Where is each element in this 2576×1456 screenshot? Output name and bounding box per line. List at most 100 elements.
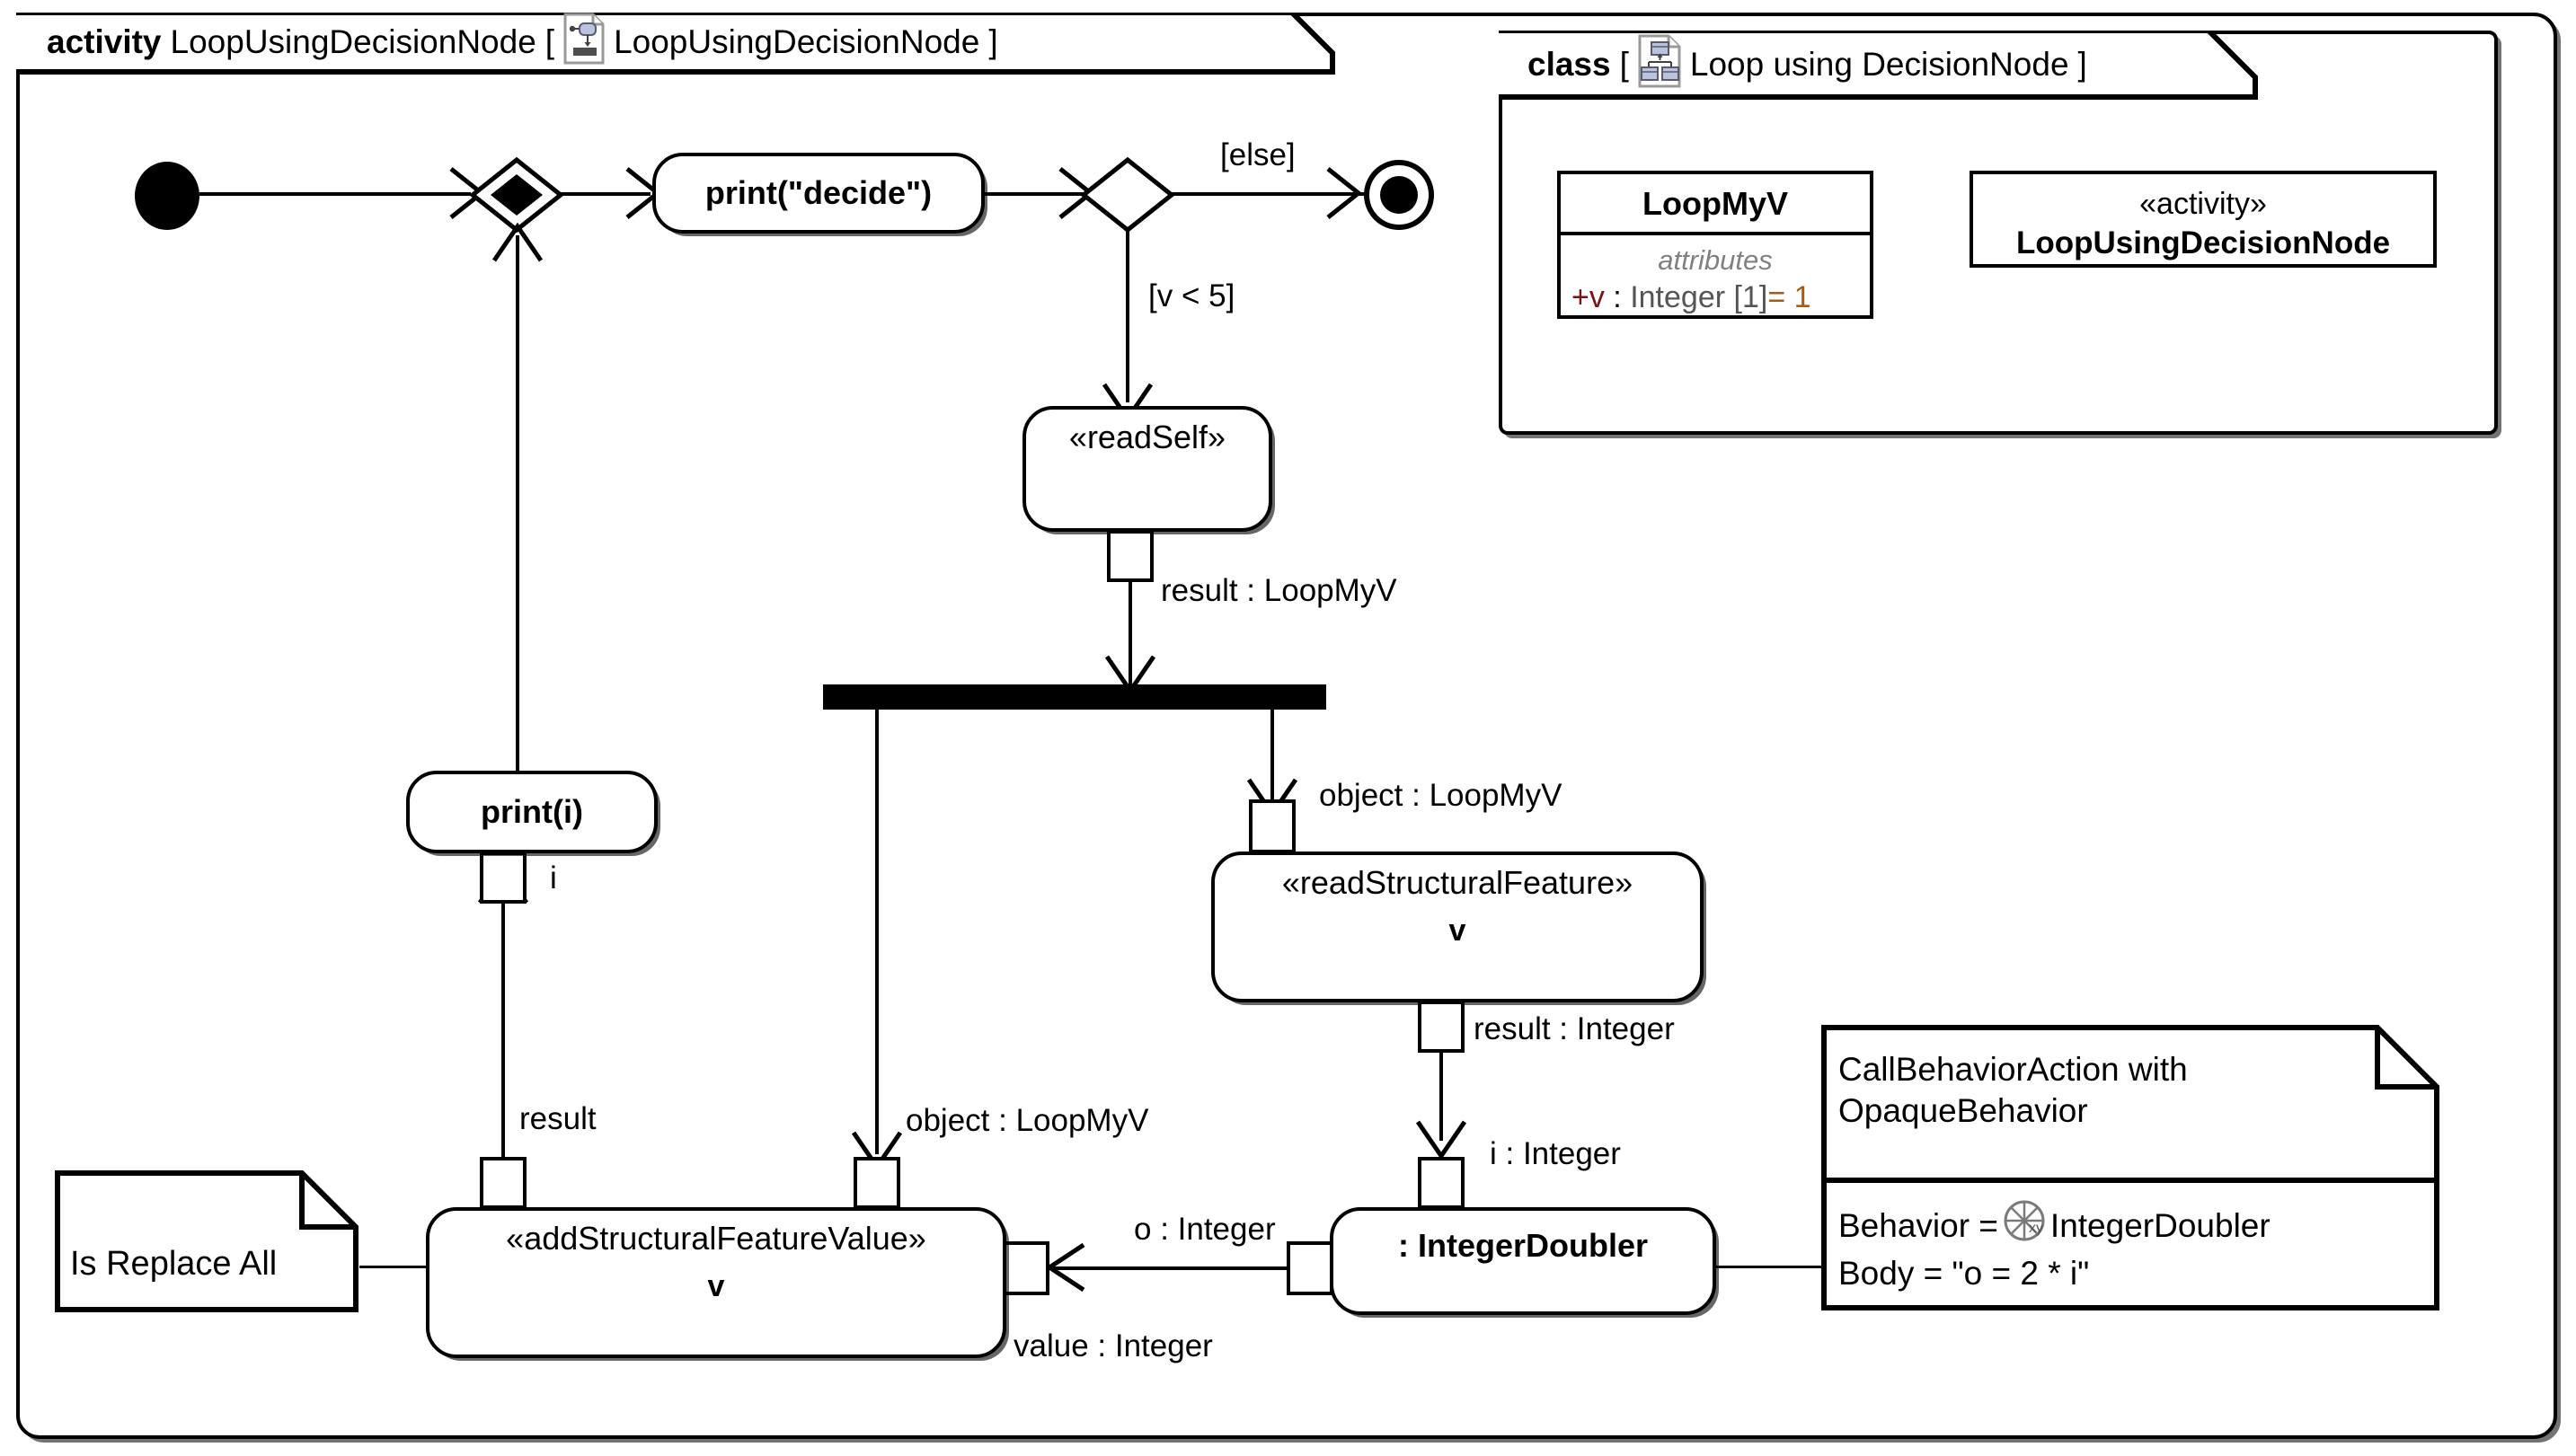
edge-read-self-to-fork — [1129, 580, 1132, 684]
activity-frame-tab — [16, 13, 1335, 75]
pin-integerdoubler-o[interactable] — [1287, 1241, 1333, 1295]
pin-integerdoubler-i[interactable] — [1418, 1157, 1465, 1209]
edge-label-i-integer: i : Integer — [1490, 1136, 1621, 1171]
edge-label-else: [else] — [1220, 137, 1296, 172]
action-rsf-feature: v — [1448, 913, 1466, 949]
class-frame-tab — [1499, 31, 2258, 100]
note-anchor-is-replace-all — [359, 1266, 428, 1268]
class-box-activity[interactable]: «activity» LoopUsingDecisionNode — [1970, 171, 2437, 268]
class-bracket-open: [ — [1619, 45, 1629, 83]
bracket-open: [ — [544, 22, 555, 60]
class-box-loopmyv[interactable]: LoopMyV attributes +v : Integer [1]= 1 — [1557, 171, 1873, 319]
attribute-colon: : — [1604, 280, 1631, 314]
edge-print-i-to-merge — [516, 235, 519, 772]
pin-asfv-value[interactable] — [1003, 1241, 1049, 1295]
arrowhead-into-asfv-value-pin — [1045, 1242, 1085, 1293]
decision-node[interactable] — [1078, 154, 1177, 235]
action-asfv-stereotype: «addStructuralFeatureValue» — [506, 1220, 926, 1257]
note-header-line-2: OpaqueBehavior — [1838, 1092, 2088, 1130]
activity-diagram-name: LoopUsingDecisionNode — [614, 22, 980, 60]
activity-final-node[interactable] — [1364, 160, 1434, 230]
edge-label-value-integer: value : Integer — [1014, 1328, 1213, 1363]
arrowhead-into-final — [1326, 167, 1363, 219]
edge-asfv-result-to-print-i — [501, 864, 505, 1159]
attribute-visibility-name: + — [1571, 280, 1589, 314]
note-behavior-value: IntegerDoubler — [2049, 1206, 2271, 1244]
initial-node[interactable] — [135, 162, 199, 230]
edge-merge-to-print-decide — [561, 192, 651, 196]
edge-print-decide-to-decision — [985, 192, 1084, 196]
class-frame-label: class [ Loop using DecisionNode ] — [1527, 34, 2087, 93]
pin-asfv-result[interactable] — [480, 1157, 527, 1209]
edge-label-o-integer: o : Integer — [1134, 1212, 1276, 1247]
activity-final-inner — [1380, 176, 1418, 214]
opaque-behavior-icon: xy — [2002, 1198, 2047, 1253]
action-print-decide[interactable]: print("decide") — [652, 153, 985, 234]
arrowhead-into-integerdoubler-i-pin — [1415, 1120, 1467, 1160]
edge-else-to-final — [1172, 192, 1380, 196]
activity-frame-label: activity LoopUsingDecisionNode [ LoopUsi… — [47, 13, 998, 70]
edge-label-result: result — [519, 1101, 597, 1136]
note-body-line: Body = "o = 2 * i" — [1838, 1255, 2090, 1293]
merge-node[interactable] — [467, 154, 566, 235]
class-bracket-close: ] — [2077, 45, 2087, 83]
edge-guard-v-lt-5 — [1126, 232, 1129, 402]
edge-fork-right-vertical — [1270, 710, 1274, 799]
note-behavior-line: Behavior = xy IntegerDoubler — [1838, 1198, 2440, 1253]
class-keyword: class — [1527, 45, 1611, 83]
edge-initial-to-merge — [199, 192, 471, 196]
note-call-behavior-header: CallBehaviorAction with OpaqueBehavior — [1838, 1049, 2422, 1133]
pin-rsf-result[interactable] — [1418, 1001, 1465, 1053]
class-diagram-icon — [1638, 34, 1681, 93]
action-print-decide-label: print("decide") — [704, 174, 933, 212]
edge-label-pin-i: i — [550, 860, 557, 896]
action-rsf-stereotype: «readStructuralFeature» — [1281, 864, 1633, 901]
activity-box-stereotype: «activity» — [2139, 187, 2267, 221]
pin-asfv-object[interactable] — [854, 1157, 900, 1209]
action-asfv-feature: v — [707, 1269, 725, 1304]
activity-frame-name: LoopUsingDecisionNode — [170, 22, 536, 60]
pin-rsf-object[interactable] — [1249, 799, 1296, 853]
activity-keyword: activity — [47, 22, 162, 60]
action-print-i-label: print(i) — [481, 793, 583, 831]
attribute-name: v — [1589, 280, 1605, 314]
attributes-compartment-header: attributes — [1658, 244, 1773, 276]
edge-label-guard: [v < 5] — [1148, 278, 1235, 313]
pin-read-self-result[interactable] — [1107, 530, 1154, 582]
note-call-behavior-action[interactable] — [1820, 1024, 2440, 1311]
fork-node[interactable] — [823, 684, 1326, 710]
note-is-replace-all-text: Is Replace All — [70, 1245, 278, 1283]
action-read-self[interactable]: «readSelf» — [1022, 406, 1272, 532]
class-name-loopmyv: LoopMyV — [1642, 185, 1788, 222]
edge-rsf-to-integerdoubler — [1439, 1051, 1443, 1141]
action-print-i[interactable]: print(i) — [406, 771, 658, 853]
activity-box-name: LoopUsingDecisionNode — [2015, 225, 2391, 260]
action-read-structural-feature[interactable]: «readStructuralFeature» v — [1211, 852, 1704, 1002]
pin-print-i-input[interactable] — [480, 852, 527, 904]
attribute-multiplicity: [1] — [1733, 280, 1768, 314]
attribute-type: Integer — [1630, 280, 1726, 314]
edge-label-object-loopmyv-left: object : LoopMyV — [906, 1103, 1149, 1138]
edge-fork-left-vertical — [875, 710, 879, 1154]
bracket-close: ] — [988, 22, 998, 60]
action-read-self-stereotype: «readSelf» — [1068, 419, 1226, 455]
note-behavior-prefix: Behavior = — [1838, 1206, 1998, 1244]
action-integer-doubler[interactable]: : IntegerDoubler — [1330, 1207, 1716, 1315]
class-compartment-divider — [1561, 232, 1870, 235]
svg-text:xy: xy — [2029, 1221, 2043, 1236]
class-diagram-name: Loop using DecisionNode — [1689, 45, 2069, 83]
arrowhead-into-merge-bottom — [491, 222, 544, 262]
attribute-default: = 1 — [1767, 280, 1811, 314]
action-add-structural-feature-value[interactable]: «addStructuralFeatureValue» v — [426, 1207, 1006, 1358]
class-attribute-row: +v : Integer [1]= 1 — [1561, 278, 1870, 326]
note-call-behavior-body: Behavior = xy IntegerDoubler Body = "o =… — [1838, 1198, 2440, 1295]
note-anchor-call-behavior — [1716, 1266, 1822, 1268]
edge-o-to-value — [1049, 1266, 1290, 1270]
activity-diagram-icon — [563, 13, 605, 70]
action-integer-doubler-label: : IntegerDoubler — [1397, 1227, 1648, 1264]
note-header-line-1: CallBehaviorAction with — [1838, 1051, 2188, 1088]
edge-label-object-loopmyv-right: object : LoopMyV — [1319, 778, 1562, 813]
edge-label-result-loopmyv: result : LoopMyV — [1161, 573, 1397, 608]
note-is-replace-all[interactable] — [54, 1169, 359, 1313]
